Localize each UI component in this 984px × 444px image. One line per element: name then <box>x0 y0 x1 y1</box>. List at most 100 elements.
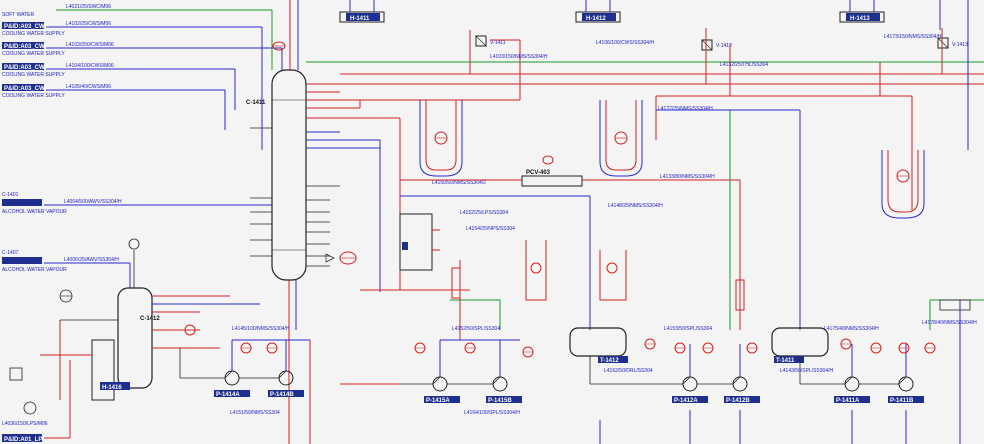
instrument-bubble[interactable] <box>266 342 278 354</box>
exchanger-h1413-label: H-1413 <box>850 16 870 22</box>
vent-v1412[interactable]: V-1412 <box>701 39 732 51</box>
instrument-bubble[interactable] <box>898 342 910 354</box>
vapour-inlets: C-1401 ALCOHOL WATER VAPOUR L4004/500/AW… <box>2 192 272 273</box>
pump-p1415a[interactable]: P-1415A <box>424 376 460 404</box>
pump-label: P-1414A <box>216 392 240 398</box>
bottom-tag-lps-1[interactable]: L4036/150/LPS/M06 P&ID:A01_LPS <box>2 360 71 443</box>
instrument-bubble[interactable] <box>522 346 534 358</box>
pump-lines <box>179 260 984 444</box>
loop-instrument-2[interactable] <box>614 131 628 145</box>
reboiler-instrument[interactable] <box>59 289 73 303</box>
vapour-line-label: L4006/25/AWV/SS304/H <box>64 257 119 263</box>
line-label: L4150/50/NMS/SS304/2 <box>432 180 486 186</box>
offpage-inlet-cws-2[interactable]: P&ID:A03_CWS COOLING WATER SUPPLY L4103/… <box>2 42 282 57</box>
loop-instrument-1[interactable] <box>434 131 448 145</box>
c1412-instrument[interactable] <box>128 238 140 250</box>
inlet-tag: P&ID:A03_CWS <box>4 44 49 50</box>
pump-p1412a[interactable]: P-1412A <box>672 376 708 404</box>
line-label: L4106/100/CWS/SS304/H <box>596 40 654 46</box>
pump-p1415b[interactable]: P-1415B <box>486 376 522 404</box>
bottom-tags: L4036/150/LPS/M06 P&ID:A01_LPS <box>2 360 71 443</box>
pump-p1411a[interactable]: P-1411A <box>834 376 870 404</box>
vent-v1413-label: V-1413 <box>952 42 968 48</box>
top-instrument[interactable] <box>272 41 286 51</box>
offpage-inlet-cws-3[interactable]: P&ID:A03_CWS COOLING WATER SUPPLY L4104/… <box>2 63 236 110</box>
vent-v1411-label: V-1411 <box>490 40 506 46</box>
exchanger-h1412[interactable]: H-1412 <box>575 11 621 23</box>
offpage-inlet-cws-1[interactable]: P&ID:A03_CWS COOLING WATER SUPPLY L4102/… <box>2 21 262 37</box>
exchanger-h1413[interactable]: H-1413 <box>839 11 885 23</box>
line-label: L4162/50/DRL/SS304 <box>604 368 653 374</box>
instrument-bubble[interactable] <box>240 342 252 354</box>
pump-p1414a[interactable]: P-1414A <box>214 370 250 398</box>
pump-p1414b[interactable]: P-1414B <box>268 370 304 398</box>
instrument-bubble[interactable] <box>184 324 196 336</box>
line-label: L4175/40/NMS/SS304/H <box>824 326 879 332</box>
inlet-tag: P&ID:A03_CWS <box>4 24 49 30</box>
inlet-desc: SOFT WATER <box>2 12 35 18</box>
vacuum-box-pcv403[interactable]: PCV-403 <box>399 155 741 330</box>
pump-p1412b[interactable]: P-1412B <box>724 376 760 404</box>
line-label: L4152/50/SPL/SS304 <box>452 326 500 332</box>
pump-label: P-1411A <box>836 398 860 404</box>
instrument-bubble[interactable] <box>924 342 936 354</box>
instrument-bubble[interactable] <box>414 342 426 354</box>
line-label: L4178/40/NMS/SS304/H <box>922 320 977 326</box>
vapour-desc: ALCOHOL WATER VAPOUR <box>2 209 67 215</box>
pump-label: P-1415B <box>488 398 512 404</box>
vapour-inlet-c1401[interactable]: C-1401 ALCOHOL WATER VAPOUR L4004/500/AW… <box>2 192 272 215</box>
reboiler-h1416[interactable]: H-1416 <box>40 319 130 401</box>
steam-trap[interactable] <box>9 367 37 415</box>
offpage-inlet-soft-water[interactable]: SOFT WATER L4021/25/SWC/M06 <box>2 4 272 18</box>
column-c1412[interactable]: C-1412 <box>117 250 260 389</box>
pump-label: P-1411B <box>890 398 914 404</box>
line-label: L4164/100/SPL/SS304/H <box>464 410 520 416</box>
vapour-inlet-c1407[interactable]: C-1407 ALCOHOL WATER VAPOUR L4006/25/AWV… <box>2 250 130 273</box>
line-label: L4152/25/LPS/SS304 <box>460 210 508 216</box>
vent-v1412-label: V-1412 <box>716 43 732 49</box>
line-label: L4153/50/SPL/SS304 <box>664 326 712 332</box>
pump-label: P-1415A <box>426 398 450 404</box>
instrument-bubble[interactable] <box>702 342 714 354</box>
inlet-line-label: L4102/25/CWS/M06 <box>66 21 111 27</box>
line-label: L4132/25/THL/SS304 <box>720 62 768 68</box>
tank-label: T-1411 <box>776 358 795 364</box>
instrument-bubble[interactable] <box>464 342 476 354</box>
offpage-inlet-cws-4[interactable]: P&ID:A03_CWS COOLING WATER SUPPLY L4105/… <box>2 84 226 130</box>
column-c1411-label: C-1411 <box>246 100 266 106</box>
instrument-bubble[interactable] <box>674 342 686 354</box>
line-label: L4133/80/NMS/SS304/H <box>660 174 715 180</box>
bottom-tag-line: L4036/150/LPS/M06 <box>2 421 48 427</box>
loop-instrument-3[interactable] <box>896 169 910 183</box>
column-control-valve[interactable] <box>325 251 357 265</box>
vent-v1413[interactable]: V-1413 <box>937 37 968 49</box>
vent-v1411[interactable]: V-1411 <box>475 35 506 47</box>
tank-label: T-1412 <box>600 358 619 364</box>
instrument-bubble[interactable] <box>870 342 882 354</box>
tank-t1412[interactable]: T-1412 <box>569 327 640 385</box>
line-label: L4145/100/NMS/SS304/H <box>232 326 290 332</box>
line-label: L4151/50/NMS/SS304 <box>230 410 280 416</box>
inlet-desc: COOLING WATER SUPPLY <box>2 31 65 37</box>
vapour-tag: C-1407 <box>2 250 19 256</box>
tank-t1411[interactable]: T-1411 <box>771 327 829 385</box>
vapour-desc: ALCOHOL WATER VAPOUR <box>2 267 67 273</box>
vapour-line-label: L4004/500/AWV/SS304/H <box>64 199 122 205</box>
inlet-line-label: L4105/40/CWS/M06 <box>66 84 111 90</box>
inlet-line-label: L4104/100/CWS/M06 <box>66 63 114 69</box>
exchanger-h1411[interactable]: H-1411 <box>339 11 385 23</box>
pump-p1411b[interactable]: P-1411B <box>888 376 924 404</box>
condenser-box[interactable] <box>399 213 440 271</box>
instrument-bubble[interactable] <box>644 338 656 350</box>
line-label: L4173/150/NMS/SS304/H <box>884 34 942 40</box>
pcv-label: PCV-403 <box>526 170 551 176</box>
overhead-lines <box>306 0 984 210</box>
instrument-bubble[interactable] <box>840 338 852 350</box>
line-label: L4154/25/NPS/SS304 <box>466 226 515 232</box>
column-c1411[interactable]: C-1411 <box>246 0 400 444</box>
instrument-bubble[interactable] <box>746 342 758 354</box>
pump-label: P-1414B <box>270 392 294 398</box>
offpage-inlets: SOFT WATER L4021/25/SWC/M06 P&ID:A03_CWS… <box>2 4 282 130</box>
inlet-line-label: L4103/250/CWS/M06 <box>66 42 114 48</box>
